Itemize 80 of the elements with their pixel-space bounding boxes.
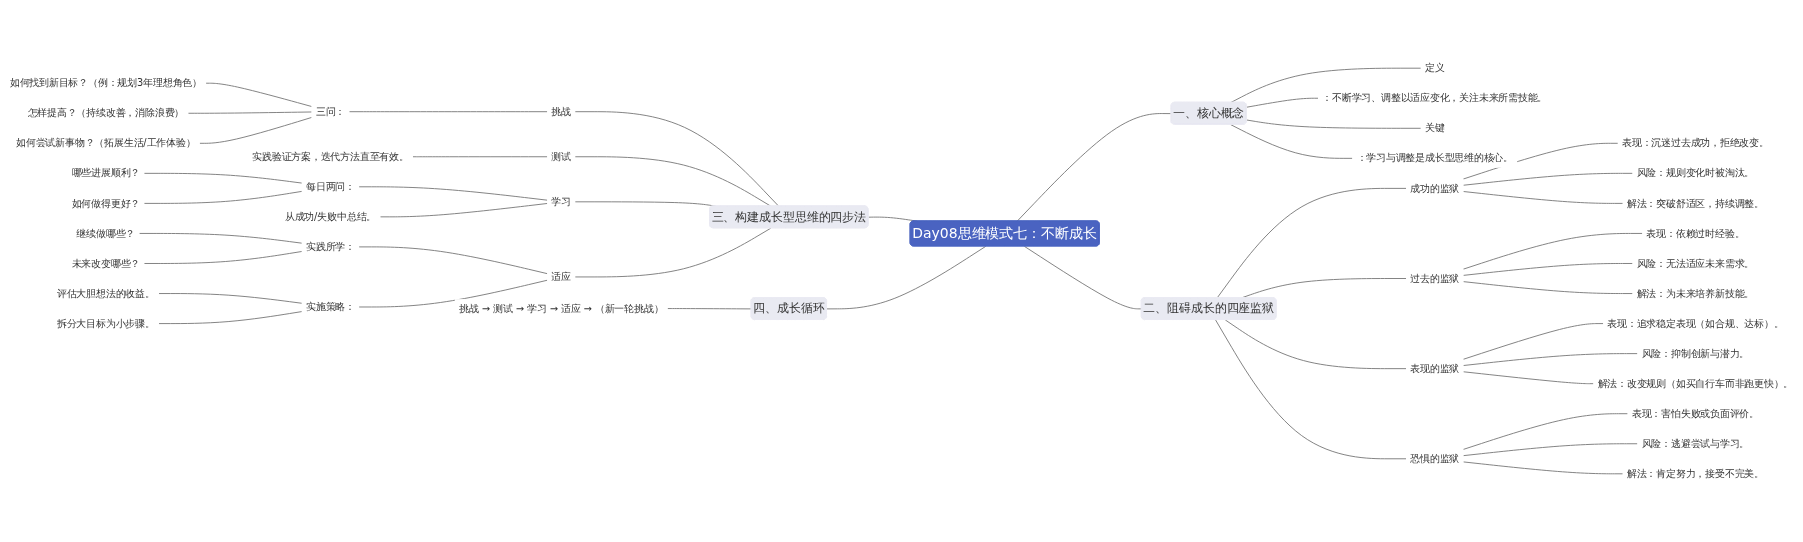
connector xyxy=(1462,461,1624,475)
connector xyxy=(412,156,548,158)
connector xyxy=(379,203,548,218)
connector xyxy=(158,293,303,304)
connector xyxy=(358,246,548,275)
connector xyxy=(1462,281,1633,294)
node-text: 如何做得更好？ xyxy=(71,197,141,209)
connector xyxy=(1462,413,1629,450)
connector xyxy=(205,82,313,107)
connector xyxy=(1462,233,1643,270)
node-text: 表现：依赖过时经验。 xyxy=(1646,227,1745,239)
node-text: 成功的监狱 xyxy=(1410,182,1460,194)
node-text: 测试 xyxy=(551,150,571,162)
node-text: 风险：无法适应未来需求。 xyxy=(1636,257,1755,269)
node-text: 风险：逃避尝试与学习。 xyxy=(1641,437,1750,449)
node-text: 表现：追求稳定表现（如合规、达标）。 xyxy=(1607,317,1784,329)
connector xyxy=(1462,323,1604,360)
connector xyxy=(1224,319,1407,370)
connector xyxy=(348,111,548,113)
node-text: 未来改变哪些？ xyxy=(71,257,141,269)
node-text: 如何找到新目标？（例：规划3年理想角色） xyxy=(9,77,202,89)
connector xyxy=(158,311,303,325)
node-text: 过去的监狱 xyxy=(1410,272,1460,284)
connector xyxy=(1246,119,1422,129)
node-text: 挑战 xyxy=(551,105,571,117)
node-text: 解法：为未来培养新技能。 xyxy=(1636,287,1755,299)
connector xyxy=(358,279,548,308)
node-text: 哪些进展顺利？ xyxy=(71,167,141,179)
node-text: ：不断学习、调整以适应变化，关注未来所需技能。 xyxy=(1322,92,1548,104)
node-text: 挑战 → 测试 → 学习 → 适应 → （新一轮挑战） xyxy=(459,302,664,314)
node-text: 表现：害怕失败或负面评价。 xyxy=(1631,407,1759,419)
node-text: 解法：肯定努力，接受不完美。 xyxy=(1626,467,1764,480)
node-text: 定义 xyxy=(1424,62,1445,74)
node-text: 实践验证方案，迭代方法直至有效。 xyxy=(252,150,409,162)
connector xyxy=(1216,187,1407,299)
connector xyxy=(1462,191,1624,204)
connector xyxy=(1462,443,1638,457)
connector xyxy=(187,111,313,114)
connector xyxy=(143,190,303,204)
node-text: 继续做哪些？ xyxy=(76,227,136,239)
connector xyxy=(1246,97,1319,108)
connector xyxy=(826,245,987,310)
node-text: 从成功/失败中总结。 xyxy=(284,210,377,223)
connector xyxy=(1462,142,1619,180)
connector xyxy=(1230,67,1422,104)
node-text: 风险：抑制创新与潜力。 xyxy=(1641,347,1750,359)
connector xyxy=(1215,319,1407,460)
node-text: 拆分大目标为小步骤。 xyxy=(56,317,155,329)
node-text: 三问： xyxy=(315,105,346,117)
connector xyxy=(143,251,303,264)
connector xyxy=(1016,113,1172,222)
node-text: ：学习与调整是成长型思维的核心。 xyxy=(1356,152,1514,164)
node-text: 表现的监狱 xyxy=(1410,362,1460,374)
node-text: 风险：规则变化时被淘汰。 xyxy=(1636,167,1755,179)
connector xyxy=(358,186,548,201)
connector xyxy=(1230,124,1353,159)
node-text: 学习 xyxy=(551,195,571,208)
connector xyxy=(667,308,752,310)
node-text: 评估大胆想法的收益。 xyxy=(56,287,155,299)
connector xyxy=(1462,263,1633,276)
connector xyxy=(199,117,313,144)
node-text: 适应 xyxy=(551,271,571,283)
connector xyxy=(574,227,772,278)
connector xyxy=(1023,245,1143,310)
node-text: 表现：沉迷过去成功，拒绝改变。 xyxy=(1622,137,1769,149)
connector xyxy=(1462,172,1633,186)
connector xyxy=(1462,371,1594,385)
connector xyxy=(143,172,303,184)
node-text: 实施策略： xyxy=(305,301,355,313)
connector xyxy=(138,233,303,244)
node-text: 解法：突破舒适区，持续调整。 xyxy=(1626,197,1764,209)
connector xyxy=(1462,353,1638,366)
node-text: 恐惧的监狱 xyxy=(1410,452,1460,465)
node-text: 解法：改变规则（如买自行车而非跑更快）。 xyxy=(1597,377,1794,389)
node-text: 实践所学： xyxy=(305,240,355,253)
node-text: 每日两问： xyxy=(305,180,355,193)
node-text: 关键 xyxy=(1424,122,1445,134)
node-text: 如何尝试新事物？（拓展生活/工作体验） xyxy=(16,137,196,149)
connector xyxy=(574,111,780,207)
node-text: 怎样提高？（持续改善，消除浪费） xyxy=(27,107,185,119)
